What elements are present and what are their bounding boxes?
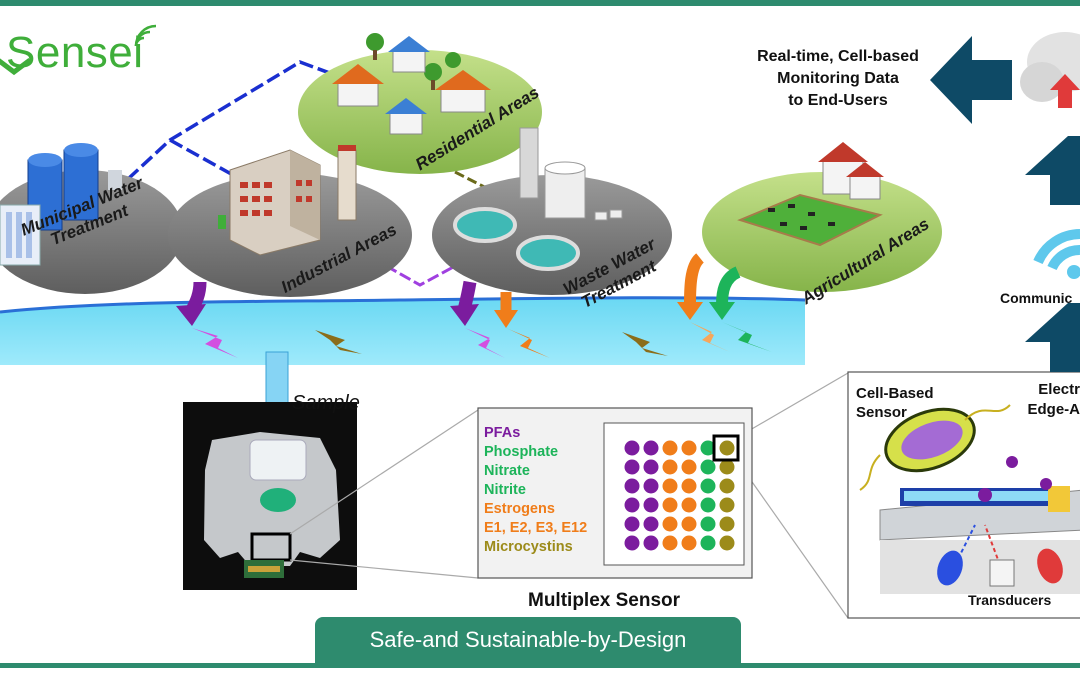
zoom-line [289, 409, 479, 535]
wastewater-plant-icon [453, 127, 623, 271]
edge-label-line2: Edge-A [1027, 401, 1080, 418]
zoom-line [737, 461, 849, 619]
sensor-spot [624, 516, 640, 532]
sensor-spot [681, 497, 697, 513]
multiplex-sensor-title: Multiplex Sensor [528, 590, 681, 611]
wireless-signal-icon [1033, 229, 1080, 279]
sensor-spot [643, 497, 659, 513]
sensor-spot [643, 459, 659, 475]
discharge-arrows [176, 253, 741, 328]
brand-logo: Sensei [6, 28, 144, 77]
wifi-logo-icon [0, 24, 157, 76]
edge-label: Electr Edge-A [1020, 380, 1080, 420]
sensor-spot [643, 535, 659, 551]
sensor-spot [719, 516, 735, 532]
sensor-spot [681, 440, 697, 456]
highlighted-sensor-spot [712, 434, 740, 462]
cell-based-sensor-illustration [859, 404, 1080, 594]
farm-icon [737, 142, 884, 247]
communication-label: Communic [1000, 290, 1073, 306]
monitoring-data-caption: Real-time, Cell-based Monitoring Data to… [728, 46, 948, 112]
sensor-spot [662, 478, 678, 494]
cell-sensor-line1: Cell-Based [856, 385, 934, 402]
monitoring-line3: to End-Users [788, 92, 888, 109]
sensor-spot [700, 497, 716, 513]
cloud-icon [1020, 32, 1080, 108]
sensor-spot [719, 459, 735, 475]
sensor-spot [700, 535, 716, 551]
sensor-spot [700, 516, 716, 532]
sensor-spot [624, 459, 640, 475]
sensor-spot [700, 440, 716, 456]
sensor-spot [662, 440, 678, 456]
zoom-line [737, 372, 849, 438]
top-border-bar [0, 0, 1080, 6]
sensor-spot [719, 440, 735, 456]
zoom-line [289, 559, 479, 579]
sensor-spot [662, 535, 678, 551]
cell-based-sensor-label: Cell-Based Sensor [856, 384, 934, 422]
sensor-spot [681, 516, 697, 532]
sensor-spot [681, 459, 697, 475]
edge-label-line1: Electr [1038, 381, 1080, 398]
sensor-spot [643, 516, 659, 532]
legend-item: Phosphate [484, 444, 559, 460]
sensor-dot-grid [624, 440, 735, 551]
upward-arrow-bottom [1025, 303, 1080, 372]
sensor-spot [719, 535, 735, 551]
sensor-spot [624, 478, 640, 494]
industrial-building-icon [218, 145, 357, 256]
sensor-spot [719, 497, 735, 513]
sensor-spot [681, 478, 697, 494]
cell-sensor-line2: Sensor [856, 404, 907, 421]
safe-sustainable-badge: Safe-and Sustainable-by-Design [315, 617, 741, 663]
upward-arrow-top [1025, 136, 1080, 205]
monitoring-line1: Real-time, Cell-based [757, 48, 919, 65]
sensor-spot [624, 497, 640, 513]
municipal-plant-icon [0, 143, 122, 266]
sample-label: Sample [292, 392, 360, 414]
sensor-device-photo [183, 402, 357, 590]
legend-item: PFAs [484, 425, 521, 441]
river-water [0, 297, 805, 365]
legend-item: Nitrite [484, 482, 526, 498]
legend-item: E1, E2, E3, E12 [484, 520, 588, 536]
sensor-spot [700, 459, 716, 475]
sensor-spot [662, 497, 678, 513]
sensor-spot [624, 535, 640, 551]
sensor-spot [643, 478, 659, 494]
legend-item: Microcystins [484, 539, 573, 555]
sensor-spot [643, 440, 659, 456]
bottom-border-bar [0, 663, 1080, 668]
pollutant-plumes [192, 322, 772, 358]
sensor-spot [624, 440, 640, 456]
sensor-spot [662, 459, 678, 475]
transducers-label: Transducers [968, 592, 1052, 608]
data-to-users-arrow [930, 36, 1012, 124]
sensor-spot [719, 478, 735, 494]
sensor-spot [662, 516, 678, 532]
wastewater-area-platform [432, 175, 672, 295]
sensor-spot [681, 535, 697, 551]
monitoring-line2: Monitoring Data [777, 70, 899, 87]
legend-item: Nitrate [484, 463, 530, 479]
sensor-spot [700, 478, 716, 494]
residential-houses-icon [332, 33, 491, 135]
legend-item: Estrogens [484, 501, 555, 517]
